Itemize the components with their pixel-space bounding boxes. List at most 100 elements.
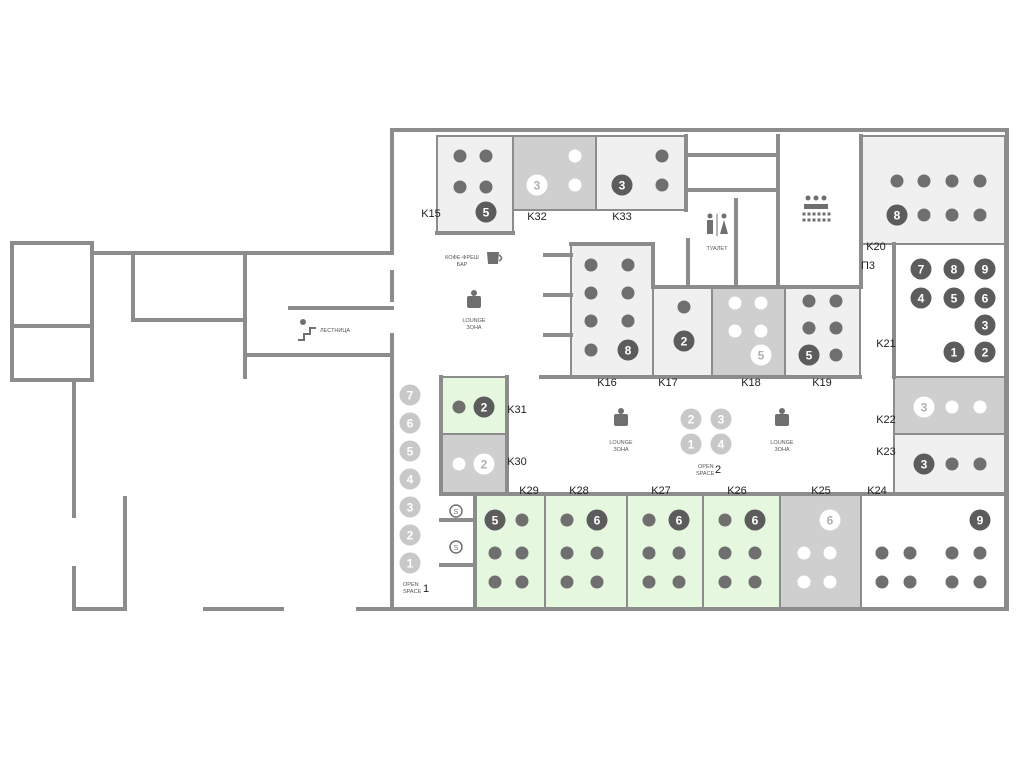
restroom-icon-woman — [720, 220, 728, 234]
room-label-k33: K33 — [612, 211, 632, 223]
desk-badge-openspace-2 — [710, 408, 732, 430]
desk-dot — [945, 208, 959, 222]
capacity-badge-k29-text: 5 — [492, 514, 499, 528]
desk-badge-openspace-1 — [399, 552, 421, 574]
desk-dot — [917, 208, 931, 222]
room-k19 — [784, 286, 861, 378]
desk-dot — [945, 400, 959, 414]
meeting-room-icon-seat — [802, 212, 806, 216]
room-k33 — [595, 135, 687, 211]
room-k26 — [702, 493, 781, 610]
capacity-badge-k33 — [611, 174, 633, 196]
desk-dot — [875, 546, 889, 560]
capacity-badge-k31-text: 2 — [481, 401, 488, 415]
capacity-badge-k19-text: 5 — [806, 349, 813, 363]
restroom-icon-man — [707, 220, 713, 234]
desk-badge-openspace-2-text: 2 — [688, 413, 695, 427]
wall-segment — [10, 241, 94, 382]
desk-dot — [452, 457, 466, 471]
desk-dot — [453, 149, 467, 163]
desk-dot — [945, 546, 959, 560]
p3-label: П3 — [861, 260, 875, 272]
stairs-icon — [298, 327, 316, 341]
room-k28 — [544, 493, 628, 610]
phone-booth-icon — [449, 540, 463, 554]
room-label-k32: K32 — [527, 211, 547, 223]
meeting-room-icon-person — [821, 195, 827, 201]
desk-dot — [728, 296, 742, 310]
desk-dot — [718, 575, 732, 589]
desk-badge-openspace-1 — [399, 440, 421, 462]
wall-segment — [390, 128, 1009, 611]
room-label-k23: K23 — [876, 446, 896, 458]
lounge-chair-icon-head — [471, 290, 477, 296]
desk-dot — [829, 294, 843, 308]
capacity-badge-k23-text: 3 — [921, 458, 928, 472]
meeting-room-icon-seat — [817, 212, 821, 216]
room-k29 — [474, 493, 546, 610]
desk-badge-openspace-1 — [399, 412, 421, 434]
desk-badge-k21 — [910, 287, 932, 309]
room-k20 — [860, 135, 1006, 245]
desk-dot — [642, 546, 656, 560]
desk-dot — [621, 258, 635, 272]
capacity-badge-k26 — [744, 509, 766, 531]
lounge-label-3-line2: ЗОНА — [774, 447, 790, 453]
desk-dot — [973, 400, 987, 414]
meeting-room-icon-seat — [822, 212, 826, 216]
room-k32 — [512, 135, 597, 211]
desk-dot — [945, 457, 959, 471]
desk-badge-k21-text: 2 — [982, 346, 989, 360]
desk-dot — [917, 174, 931, 188]
desk-dot — [890, 174, 904, 188]
stairs-label: ЛЕСТНИЦА — [320, 328, 350, 334]
desk-dot — [479, 149, 493, 163]
room-k16 — [570, 243, 654, 378]
desk-dot — [802, 294, 816, 308]
meeting-room-icon-person — [805, 195, 811, 201]
wall-segment — [651, 242, 862, 289]
meeting-room-icon-seat — [812, 212, 816, 216]
openspace-2-number: 2 — [715, 464, 721, 476]
desk-dot — [453, 180, 467, 194]
desk-badge-k21 — [910, 258, 932, 280]
lounge-chair-icon — [467, 296, 481, 308]
desk-badge-openspace-2-text: 4 — [718, 438, 725, 452]
capacity-badge-k24-text: 9 — [977, 514, 984, 528]
desk-dot — [754, 324, 768, 338]
desk-dot — [488, 546, 502, 560]
room-label-k26: K26 — [727, 485, 747, 497]
desk-badge-k21 — [974, 258, 996, 280]
desk-dot — [479, 180, 493, 194]
desk-dot — [621, 286, 635, 300]
desk-dot — [802, 321, 816, 335]
capacity-badge-k28-text: 6 — [594, 514, 601, 528]
desk-dot — [829, 321, 843, 335]
desk-dot — [973, 208, 987, 222]
phone-booth-icon-glyph: S — [454, 545, 459, 552]
desk-dot — [621, 314, 635, 328]
phone-booth-icon — [449, 504, 463, 518]
desk-badge-k21 — [974, 287, 996, 309]
desk-badge-openspace-1 — [399, 468, 421, 490]
desk-dot — [642, 575, 656, 589]
room-fills — [436, 135, 1006, 610]
openspace-2-label-line2: SPACE — [696, 471, 715, 477]
desk-badge-openspace-2 — [680, 408, 702, 430]
room-label-k29: K29 — [519, 485, 539, 497]
lounge-label-2-line2: ЗОНА — [613, 447, 629, 453]
capacity-badge-k25 — [819, 509, 841, 531]
desk-dot — [945, 174, 959, 188]
restroom-icon-woman-head — [721, 213, 727, 219]
capacity-badge-k25-text: 6 — [827, 514, 834, 528]
desk-dot — [797, 575, 811, 589]
room-k25 — [779, 493, 862, 610]
capacity-badge-k24 — [969, 509, 991, 531]
capacity-badge-k27-text: 6 — [676, 514, 683, 528]
wall-segment — [131, 251, 247, 322]
phone-booth-icon-glyph: S — [454, 509, 459, 516]
meeting-room-icon — [804, 204, 828, 209]
desk-dot — [515, 546, 529, 560]
room-k15 — [436, 135, 514, 233]
